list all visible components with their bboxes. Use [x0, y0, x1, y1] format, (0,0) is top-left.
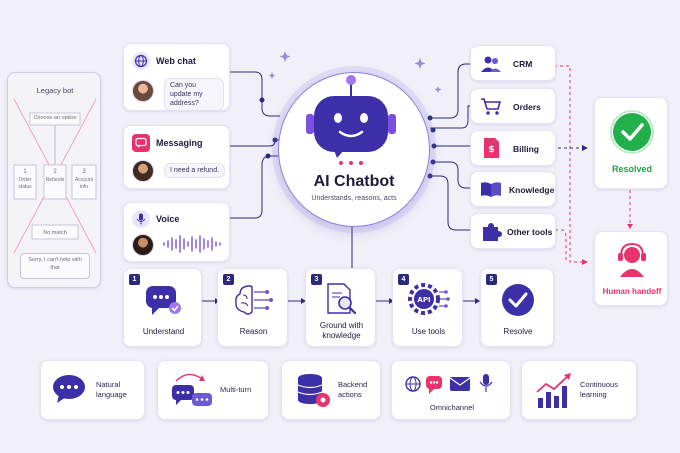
tool-orders: Orders [470, 88, 556, 124]
channel-messaging: Messaging I need a refund. [123, 125, 230, 189]
step-number: 5 [486, 274, 497, 285]
channel-web-chat: Web chat Can you update my address? [123, 43, 230, 111]
globe-icon [132, 52, 150, 70]
step-understand: 1 Understand [123, 268, 202, 347]
check-circle-icon [610, 110, 654, 154]
channel-voice-title: Voice [156, 214, 179, 224]
users-icon [480, 54, 502, 74]
growth-chart-icon [534, 372, 574, 410]
step-resolve-label: Resolve [481, 327, 555, 336]
legacy-option-2-num: 2 [44, 169, 66, 175]
step-reason-label: Reason [218, 327, 289, 336]
check-circle-icon [499, 281, 537, 319]
database-gear-icon [294, 371, 334, 411]
chat-check-icon [144, 283, 184, 317]
connector-crm [428, 64, 470, 118]
puzzle-icon [480, 221, 502, 243]
outcome-resolved-label: Resolved [595, 164, 669, 174]
feature-continuous-learning-label: Continuous learning [580, 380, 632, 400]
channel-web-chat-title: Web chat [156, 56, 196, 66]
outcome-resolved: Resolved [594, 97, 668, 189]
dashed-crm-handoff [554, 66, 582, 262]
feature-multi-turn: Multi-turn [157, 360, 269, 420]
step-use-tools: 4 API Use tools [392, 268, 463, 347]
tool-crm-label: CRM [513, 59, 532, 69]
channel-messaging-message: I need a refund. [164, 163, 225, 178]
legacy-sorry-text: Sorry, I can't help with that [24, 256, 86, 272]
step-ground-label: Ground with knowledge [310, 321, 373, 341]
tool-orders-label: Orders [513, 102, 541, 112]
outcome-human-handoff: Human handoff [594, 231, 668, 306]
connector-other [428, 176, 470, 230]
legacy-option-3: Account info [72, 177, 96, 191]
robot-icon [304, 70, 404, 170]
dashed-other-handoff [555, 230, 566, 262]
connector-webchat [230, 72, 280, 116]
feature-continuous-learning: Continuous learning [521, 360, 637, 420]
channel-messaging-title: Messaging [156, 138, 203, 148]
step-number: 1 [129, 274, 140, 285]
feature-omnichannel: Omnichannel [391, 360, 511, 420]
step-reason: 2 Reason [217, 268, 288, 347]
feature-backend-actions: Backend actions [281, 360, 381, 420]
svg-text:$: $ [488, 145, 494, 155]
headset-agent-icon [612, 239, 652, 279]
tool-crm: CRM [470, 45, 556, 81]
feature-natural-language: Natural language [40, 360, 145, 420]
message-icon [132, 134, 150, 152]
legacy-option-1: Order status [15, 177, 35, 191]
avatar [132, 80, 154, 102]
legacy-option-2: Refunds [44, 177, 66, 184]
feature-backend-actions-label: Backend actions [338, 380, 378, 400]
feature-omnichannel-label: Omnichannel [392, 403, 512, 413]
tool-billing-label: Billing [513, 144, 539, 154]
channel-voice: Voice [123, 202, 230, 262]
svg-text:API: API [417, 296, 430, 304]
document-search-icon [322, 281, 362, 317]
microphone-icon [132, 210, 150, 228]
avatar [132, 234, 154, 256]
connector-orders [430, 106, 470, 128]
legacy-option-1-num: 1 [14, 169, 36, 175]
legacy-title: Legacy bot [8, 86, 102, 95]
multi-turn-icon [168, 371, 216, 411]
feature-multi-turn-label: Multi-turn [220, 385, 266, 395]
step-number: 3 [311, 274, 322, 285]
step-resolve: 5 Resolve [480, 268, 554, 347]
legacy-no-match: No match [32, 230, 78, 236]
channel-web-chat-message: Can you update my address? [164, 78, 224, 111]
ai-chatbot-title: AI Chatbot [278, 173, 430, 191]
tool-other-label: Other tools [507, 227, 552, 237]
tool-knowledge: Knowledge [470, 171, 556, 207]
step-understand-label: Understand [124, 327, 203, 336]
feature-natural-language-label: Natural language [96, 380, 142, 400]
book-icon [479, 180, 503, 200]
outcome-human-handoff-label: Human handoff [595, 287, 669, 296]
ai-chatbot-subtitle: Understands, reasons, acts [278, 195, 430, 202]
voice-waveform-icon [162, 234, 224, 254]
tool-knowledge-label: Knowledge [509, 185, 554, 195]
cart-icon [480, 96, 502, 116]
connector-knowledge [432, 162, 470, 188]
legacy-bot-panel: Legacy bot Choose an option 1 2 3 Order … [7, 72, 101, 288]
avatar [132, 160, 154, 182]
speech-bubble-icon [51, 373, 87, 405]
legacy-choose-option: Choose an option [30, 115, 80, 121]
step-ground-with-knowledge: 3 Ground with knowledge [305, 268, 376, 347]
omnichannel-icon [402, 371, 502, 397]
brain-icon [232, 282, 276, 318]
tool-other: Other tools [470, 213, 556, 249]
connector-voice [230, 156, 282, 218]
tool-billing: $ Billing [470, 130, 556, 166]
legacy-option-3-num: 3 [72, 169, 96, 175]
invoice-icon: $ [481, 137, 503, 159]
api-gear-icon: API [405, 280, 451, 318]
step-use-tools-label: Use tools [393, 327, 464, 336]
